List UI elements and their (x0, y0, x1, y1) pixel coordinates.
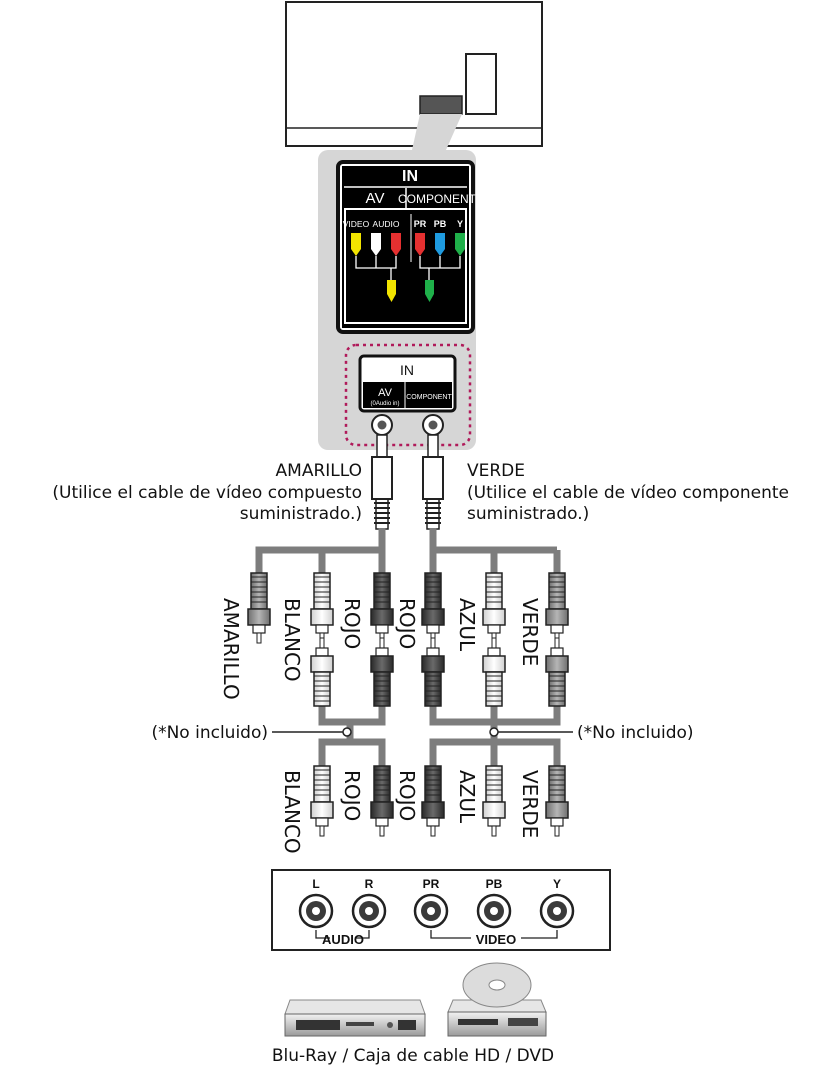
panel-jack-yellow (351, 233, 361, 249)
panel-component-label: COMPONENT (398, 192, 477, 206)
panel-audio-label: AUDIO (373, 219, 400, 229)
panel-pr-label: PR (414, 219, 427, 229)
device-jack-label: PR (423, 877, 440, 891)
upper-plug-azul-4 (482, 572, 506, 644)
bluray-player-image (284, 999, 426, 1037)
dvd-player-image (447, 962, 547, 1037)
panel-av-label: AV (366, 190, 385, 207)
device-video-group: VIDEO (476, 932, 516, 947)
lower-plug-label: VERDE (518, 770, 542, 838)
left-cable-note-2: suministrado.) (240, 504, 362, 524)
upper-plug-label: VERDE (518, 598, 542, 666)
right-cable-title: VERDE (467, 461, 525, 481)
small-panel-component-label: COMPONENT (406, 394, 452, 401)
panel-pb-label: PB (434, 219, 447, 229)
lower-plug-labels: BLANCO ROJO ROJO AZUL VERDE (280, 770, 542, 854)
panel-y-label: Y (457, 219, 463, 229)
lower-plug-label: AZUL (455, 770, 479, 824)
tv-stand-slot (465, 53, 497, 115)
upper-plug-amarillo-0 (247, 572, 271, 644)
device-jack-label: PB (486, 877, 503, 891)
mate-plug-azul-3 (482, 637, 506, 707)
mini-cable-right (422, 434, 444, 530)
small-panel-av-sub: (0Audio in) (370, 401, 399, 407)
small-panel-av-label: AV (378, 387, 393, 399)
panel-in-label: IN (402, 168, 418, 185)
upper-plug-label: AZUL (455, 598, 479, 652)
upper-plug-label: ROJO (395, 598, 419, 649)
upper-cable-wires (255, 528, 561, 573)
panel-video-label: VIDEO (343, 219, 370, 229)
upper-plug-label: BLANCO (280, 598, 304, 682)
panel-plug-yellow (387, 280, 396, 294)
panel-jack-red (391, 233, 401, 249)
lower-plug-label: ROJO (340, 770, 364, 821)
lower-plug-verde-4 (545, 765, 569, 837)
right-join-dot (489, 727, 499, 737)
mini-cable-left (371, 434, 393, 530)
lower-plug-rojo-1 (370, 765, 394, 837)
mate-plug-rojo-1 (370, 637, 394, 707)
lower-plug-rojo-2 (421, 765, 445, 837)
panel-jack-white (371, 233, 381, 249)
left-cable-note-1: (Utilice el cable de vídeo compuesto (52, 483, 362, 503)
tv-input-port (419, 95, 463, 115)
upper-plug-blanco-1 (310, 572, 334, 644)
mate-plug-verde-4 (545, 637, 569, 707)
device-jack-label: Y (553, 877, 561, 891)
panel-jack-pb (435, 233, 445, 249)
upper-plug-row (247, 572, 569, 707)
input-panel-large: IN AV COMPONENT VIDEO AUDIO PR PB Y (336, 160, 477, 334)
tv-back (285, 1, 543, 147)
lower-plug-azul-3 (482, 765, 506, 837)
not-included-right: (*No incluido) (577, 723, 694, 743)
upper-plug-rojo-2 (370, 572, 394, 644)
panel-jack-y (455, 233, 465, 249)
devices-caption: Blu-Ray / Caja de cable HD / DVD (272, 1046, 554, 1066)
lower-cable-wires (318, 706, 561, 766)
device-audio-group: AUDIO (322, 932, 364, 947)
mate-plug-blanco-0 (310, 637, 334, 707)
left-join-dot (342, 727, 352, 737)
lower-plug-blanco-0 (310, 765, 334, 837)
right-cable-note-1: (Utilice el cable de vídeo componente (467, 483, 789, 503)
lower-plug-label: ROJO (395, 770, 419, 821)
device-jack-panel: L R PR PB Y AUDIO VIDEO (271, 869, 611, 951)
upper-plug-verde-5 (545, 572, 569, 644)
mate-plug-rojo-2 (421, 637, 445, 707)
device-jack-label: R (365, 877, 374, 891)
callout-connector (412, 114, 462, 150)
right-cable-note-2: suministrado.) (467, 504, 589, 524)
upper-plug-label: ROJO (340, 598, 364, 649)
panel-jack-pr (415, 233, 425, 249)
not-included-left: (*No incluido) (151, 723, 268, 743)
panel-plug-green (425, 280, 434, 294)
lower-plug-row (310, 765, 569, 837)
upper-plug-labels: AMARILLO BLANCO ROJO ROJO AZUL VERDE (219, 598, 542, 700)
device-jack-label: L (312, 877, 319, 891)
input-panel-small: IN AV (0Audio in) COMPONENT (344, 343, 472, 447)
small-panel-in-label: IN (400, 362, 414, 378)
left-cable-title: AMARILLO (276, 461, 362, 481)
upper-plug-label: AMARILLO (219, 598, 243, 700)
lower-plug-label: BLANCO (280, 770, 304, 854)
upper-plug-rojo-3 (421, 572, 445, 644)
